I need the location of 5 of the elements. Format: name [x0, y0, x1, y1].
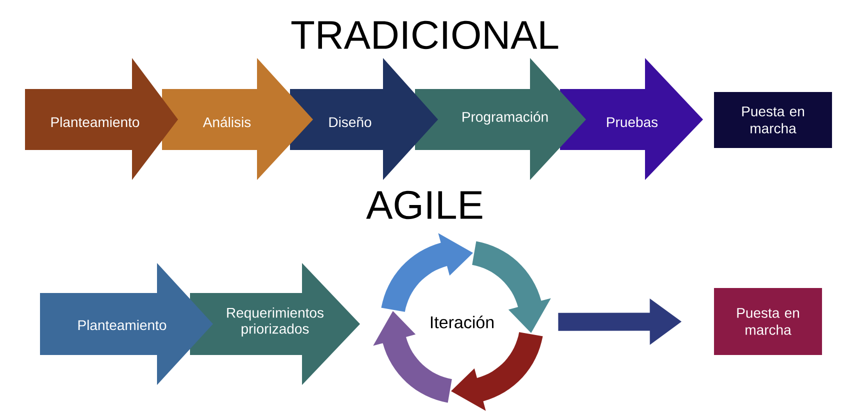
- process-box: Puesta en marcha: [714, 288, 822, 355]
- heading: TRADICIONAL: [291, 20, 558, 50]
- heading: AGILE: [366, 190, 482, 220]
- iteration-label: Iteración: [430, 316, 494, 328]
- process-box: Puesta en marcha: [714, 92, 832, 148]
